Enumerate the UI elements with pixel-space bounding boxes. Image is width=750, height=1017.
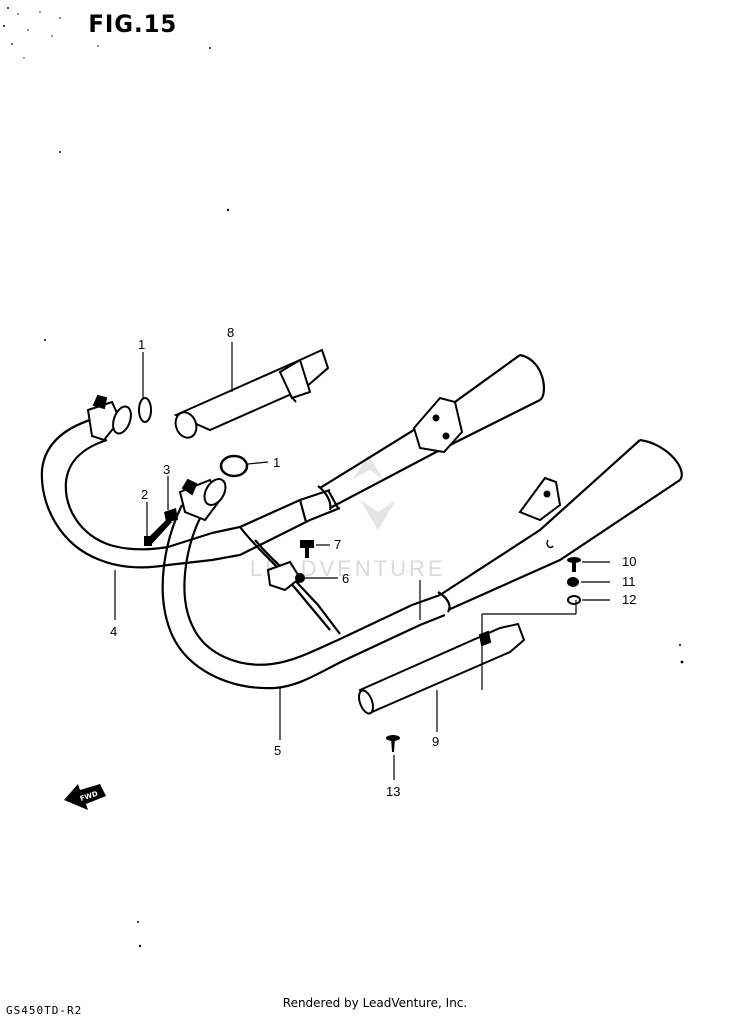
bolt-7	[300, 540, 314, 558]
forward-direction-arrow: FWD	[64, 784, 106, 810]
exhaust-clamp-right	[178, 478, 227, 522]
gasket-ring	[219, 454, 249, 478]
screw-10	[567, 557, 581, 572]
exhaust-pipe-left	[40, 415, 213, 569]
scan-speckle	[3, 7, 684, 948]
callout-7: 7	[334, 537, 341, 552]
callout-13: 13	[386, 784, 400, 799]
callout-5: 5	[274, 743, 281, 758]
callout-4: 4	[110, 624, 117, 639]
callout-9: 9	[432, 734, 439, 749]
nut-11	[567, 577, 579, 587]
callout-10: 10	[622, 554, 636, 569]
render-credit: Rendered by LeadVenture, Inc.	[282, 996, 468, 1010]
muffler-bracket-lower	[518, 476, 562, 522]
watermark: LEADVENTURE	[250, 455, 443, 581]
exhaust-pipe-right	[161, 504, 446, 690]
callout-3: 3	[163, 462, 170, 477]
crossover-clamp	[266, 560, 305, 592]
exhaust-clamp-left	[86, 394, 132, 442]
muffler-mark	[546, 539, 554, 549]
bolt-2	[144, 518, 172, 546]
gasket-upper	[138, 397, 152, 423]
callout-8: 8	[227, 325, 234, 340]
figure-title: FIG.15	[88, 10, 178, 38]
callout-1-lower: 1	[273, 455, 280, 470]
callout-6: 6	[342, 571, 349, 586]
callout-12: 12	[622, 592, 636, 607]
leader-lines	[114, 342, 610, 780]
heat-shield-upper	[173, 348, 330, 439]
diagram-code: GS450TD-R2	[6, 1004, 83, 1017]
callout-2: 2	[141, 487, 148, 502]
muffler-lower	[437, 438, 683, 613]
nut-3	[164, 508, 178, 522]
heat-shield-lower	[358, 622, 526, 715]
washer-12	[567, 595, 581, 605]
screw-13	[386, 735, 400, 752]
callouts: 1 1 2 3 4 5 6 7 8 9 10 11 12 13	[110, 325, 636, 799]
callout-1-upper: 1	[138, 337, 145, 352]
callout-11: 11	[622, 574, 636, 589]
muffler-bracket-upper	[412, 396, 464, 454]
